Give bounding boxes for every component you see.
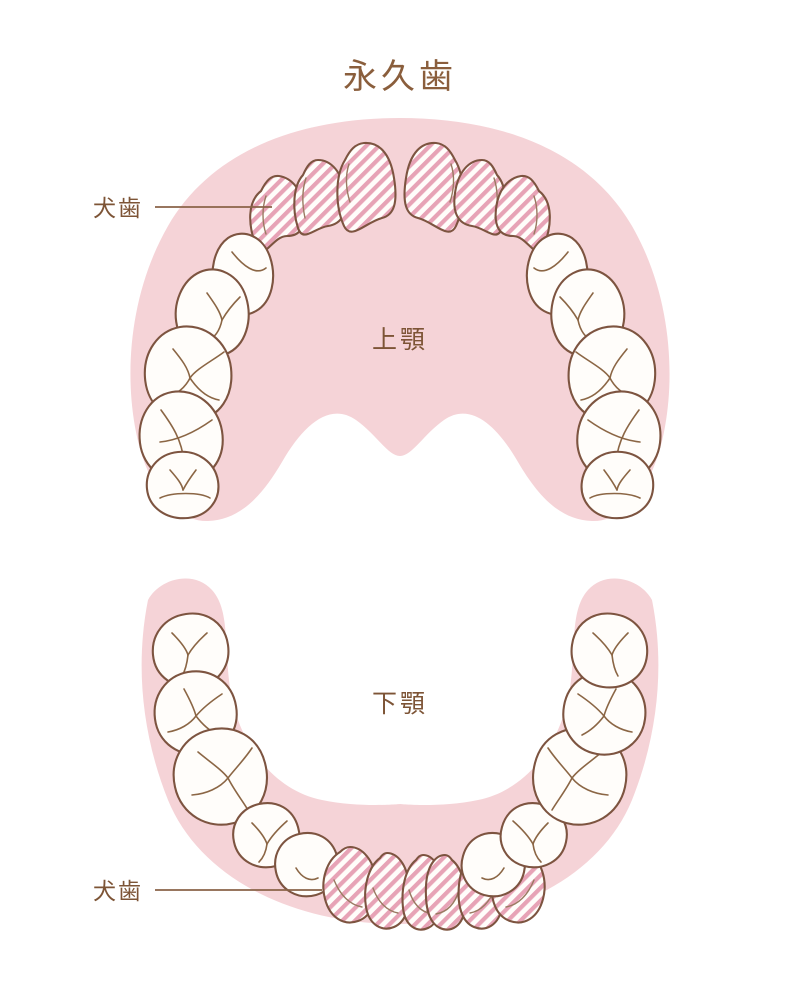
groove-lower-third-molar-right <box>592 632 629 677</box>
tooth-upper-canine-left-ridge <box>262 195 267 235</box>
groove-lower-second-molar-right <box>577 688 633 736</box>
groove-lower-first-premolar-right <box>481 867 505 881</box>
tooth-upper-third-molar-left <box>145 450 220 520</box>
groove-upper-first-premolar-left <box>231 251 267 272</box>
tooth-lower-canine-left-ridge <box>333 879 363 908</box>
tooth-upper-lateral-incisor-left-ridge <box>302 177 307 219</box>
upper-callout-label: 犬歯 <box>93 196 143 222</box>
groove-lower-second-premolar-left <box>251 820 288 863</box>
tooth-lower-first-molar-left <box>172 727 268 826</box>
tooth-upper-central-incisor-left <box>336 141 397 233</box>
tooth-upper-canine-right-ridge <box>533 195 538 235</box>
groove-upper-third-molar-right <box>589 469 641 499</box>
page-title: 永久歯 <box>343 57 457 97</box>
groove-upper-first-premolar-right <box>533 251 569 272</box>
groove-lower-second-premolar-right <box>512 820 549 863</box>
groove-lower-first-molar-left <box>191 747 253 811</box>
groove-upper-third-molar-left <box>159 469 211 499</box>
groove-lower-first-premolar-left <box>295 867 319 881</box>
tooth-lower-first-premolar-left <box>274 832 340 898</box>
tooth-lower-lateral-incisor-left-ridge <box>372 887 399 914</box>
tooth-lower-canine-right-ridge <box>505 879 535 908</box>
tooth-upper-central-incisor-right-ridge <box>449 163 455 203</box>
tooth-lower-second-premolar-right <box>499 802 568 869</box>
lower-callout-label: 犬歯 <box>93 879 143 905</box>
upper-arch-label: 上顎 <box>372 325 428 354</box>
groove-upper-first-molar-right <box>575 348 643 401</box>
lower-arch-label: 下顎 <box>372 689 428 718</box>
lower-arch-group: 下顎 犬歯 <box>93 578 659 931</box>
tooth-upper-third-molar-right <box>580 450 655 520</box>
upper-arch-group: 上顎 犬歯 <box>93 118 670 522</box>
tooth-upper-central-incisor-left-ridge <box>345 163 351 203</box>
